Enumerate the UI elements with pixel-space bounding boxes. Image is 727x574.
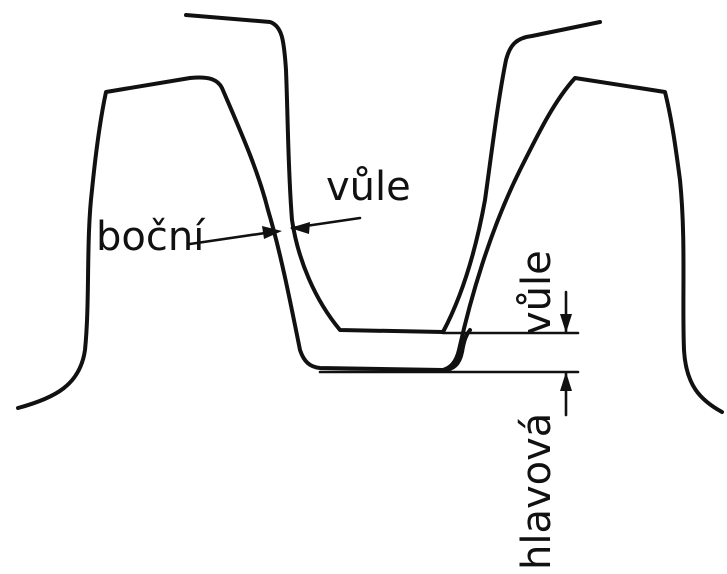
tip-clearance-label-top: vůle (514, 250, 560, 335)
side-clearance-arrow-left (262, 226, 282, 239)
lower-gear-right-tooth (441, 76, 724, 414)
side-clearance-arrow-right (290, 222, 310, 234)
side-clearance-leader-left (188, 230, 274, 246)
side-clearance-label-left: boční (96, 214, 206, 260)
upper-gear-left-tooth (184, 13, 445, 334)
lower-gear-gap-bottom (441, 328, 472, 372)
tip-clearance-label-bottom: hlavová (514, 413, 560, 570)
lower-gear-left-tooth (16, 75, 445, 410)
side-clearance-label-right: vůle (326, 164, 411, 210)
tip-clearance-arrow-top (560, 314, 572, 333)
upper-gear-right-tooth (441, 20, 602, 334)
tip-clearance-arrow-bottom (560, 372, 572, 391)
